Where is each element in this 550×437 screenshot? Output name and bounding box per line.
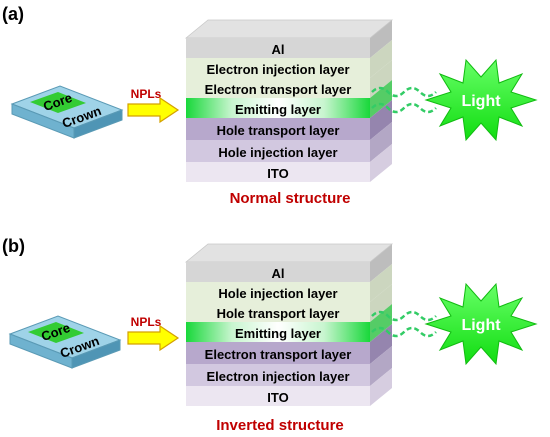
panel-b-label: (b) [2,236,25,256]
layer-label: Electron transport layer [205,82,352,97]
panel-b-stack-side [370,244,392,406]
panel-b-caption: Inverted structure [216,417,344,434]
panel-a-nanoplatelet-chip: Core Crown [10,85,124,139]
layer-label: ITO [267,390,288,405]
layer-emitting [186,98,370,118]
light-label: Light [461,93,501,110]
light-wave-icon [371,326,437,338]
layer-label: Hole transport layer [217,306,340,321]
layer-label: Electron injection layer [206,369,349,384]
layer-ito [186,386,370,406]
layer-electron-transport [186,78,370,98]
panel-b: (b) Core Crown NPLs Al Hole injection la… [2,236,538,434]
layer-ito [186,162,370,182]
chip-core-region [30,92,86,113]
light-burst-icon [424,58,538,142]
stack-top-face [184,19,394,39]
npls-arrow-icon [127,96,180,124]
npls-arrow-icon [127,324,180,352]
layer-label: Hole transport layer [217,123,340,138]
panel-a: (a) Core Crown NPLs Al [2,4,538,207]
layer-electron-transport [186,342,370,364]
layer-label: Electron injection layer [206,62,349,77]
npls-label: NPLs [131,87,162,101]
layer-label: Hole injection layer [218,145,337,160]
layer-label: Emitting layer [235,102,321,117]
light-wave-icon [371,310,437,322]
panel-a-layer-stack: Al Electron injection layer Electron tra… [186,38,370,182]
layer-electron-injection [186,364,370,386]
chip-core-region [28,322,84,343]
layer-hole-transport [186,302,370,322]
panel-a-label: (a) [2,4,24,24]
panel-a-caption: Normal structure [230,190,351,207]
chip-side-face [73,109,123,139]
layer-hole-transport [186,118,370,140]
panel-b-layer-stack: Al Hole injection layer Hole transport l… [186,262,370,406]
light-wave-icons [371,310,437,338]
light-label: Light [461,317,501,334]
layer-label: Electron transport layer [205,347,352,362]
layer-hole-injection [186,140,370,162]
light-wave-icons [371,86,437,114]
light-wave-icon [371,86,437,98]
layer-emitting [186,322,370,342]
layer-label: Emitting layer [235,326,321,341]
layer-label: Al [272,42,285,57]
chip-side-face [71,339,121,369]
layer-label: Hole injection layer [218,286,337,301]
layer-al [186,38,370,58]
layer-label: Al [272,266,285,281]
npls-label: NPLs [131,315,162,329]
layer-hole-injection [186,282,370,302]
panel-a-stack-side [370,20,392,182]
layer-electron-injection [186,58,370,78]
light-burst-icon [424,282,538,366]
panel-b-nanoplatelet-chip: Core Crown [8,315,122,369]
layer-al [186,262,370,282]
light-wave-icon [371,102,437,114]
stack-top-face [184,243,394,263]
layer-label: ITO [267,166,288,181]
